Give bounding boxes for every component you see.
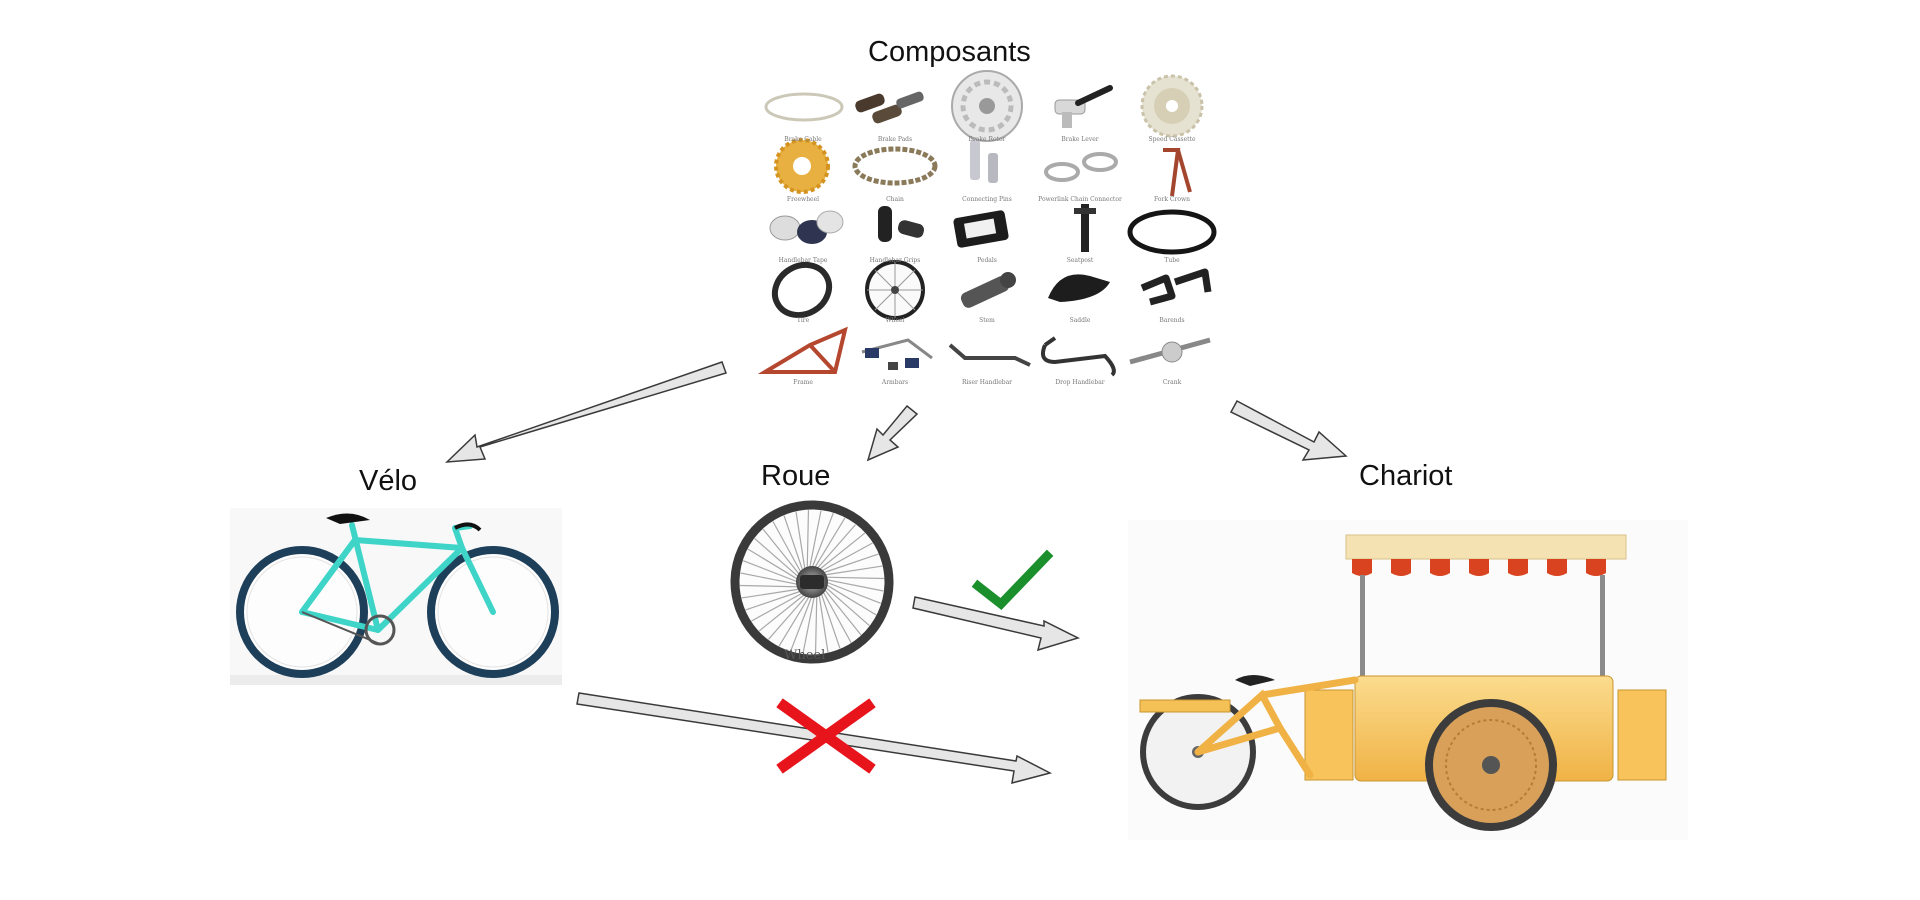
cart-label: Chariot xyxy=(1359,460,1453,492)
component-caption: Tube xyxy=(1164,257,1180,264)
brake-lever-icon xyxy=(1054,85,1113,128)
check-icon xyxy=(971,549,1054,611)
arrow-components-to-bicycle xyxy=(444,361,727,463)
tube-icon xyxy=(1127,209,1217,255)
saddle-icon xyxy=(1048,274,1110,302)
component-caption: Freewheel xyxy=(787,196,819,203)
component-caption: Handlebar Tape xyxy=(779,257,828,264)
pedals-icon xyxy=(953,210,1009,248)
tire-icon xyxy=(771,261,833,319)
components-grid: Brake Cable Brake Pads Brake Rotor Brake Le… xyxy=(757,70,1217,386)
component-caption: Handlebar Grips xyxy=(870,257,921,264)
arrow-wheel-to-cart xyxy=(912,596,1081,652)
bicycle-label: Vélo xyxy=(359,465,418,497)
drop-handlebar-icon xyxy=(1041,336,1116,377)
fork-crown-icon xyxy=(1163,148,1192,197)
frame-icon xyxy=(757,326,848,374)
cross-icon xyxy=(776,698,876,774)
bicycle-saddle xyxy=(326,513,370,524)
wheel-label: Roue xyxy=(761,460,831,492)
wheel-caption: Wheel xyxy=(784,648,826,663)
arrow-components-to-wheel xyxy=(866,404,919,462)
brake-cable-icon xyxy=(764,92,844,122)
component-caption: Frame xyxy=(793,379,813,386)
riser-handlebar-icon xyxy=(948,343,1031,367)
wheel-illustration xyxy=(730,500,894,664)
component-caption: Barends xyxy=(1159,317,1184,324)
component-caption: Brake Rotor xyxy=(969,136,1006,143)
component-caption: Tire xyxy=(797,317,810,324)
components-label: Composants xyxy=(868,36,1031,68)
arrow-bicycle-to-cart xyxy=(576,692,1053,785)
cart-illustration xyxy=(1128,520,1688,840)
speed-cassette-icon xyxy=(1140,74,1204,138)
chain-icon xyxy=(852,146,938,186)
wheel-small-icon xyxy=(865,260,925,320)
bicycle-illustration xyxy=(230,508,562,685)
armbars-icon xyxy=(861,338,933,370)
component-caption: Connecting Pins xyxy=(962,196,1012,203)
stem-icon xyxy=(960,272,1016,308)
bicycle-frame xyxy=(299,522,496,633)
component-caption: Crank xyxy=(1163,379,1182,386)
component-caption: Wheel xyxy=(885,317,904,324)
component-caption: Riser Handlebar xyxy=(962,379,1012,386)
cart-big-wheel xyxy=(1425,699,1557,831)
component-caption: Brake Lever xyxy=(1061,136,1098,143)
component-caption: Speed Cassette xyxy=(1148,136,1196,143)
seatpost-icon xyxy=(1074,204,1096,252)
crank-icon xyxy=(1129,337,1211,365)
cart-awning xyxy=(1345,534,1627,576)
component-caption: Fork Crown xyxy=(1154,196,1190,203)
handlebar-grips-icon xyxy=(878,206,925,242)
component-caption: Brake Pads xyxy=(878,136,912,143)
barends-icon xyxy=(1140,268,1212,306)
component-caption: Seatpost xyxy=(1067,257,1094,264)
component-caption: Stem xyxy=(979,317,995,324)
component-caption: Saddle xyxy=(1070,317,1091,324)
component-caption: Pedals xyxy=(977,257,997,264)
brake-rotor-icon xyxy=(951,70,1023,142)
freewheel-icon xyxy=(774,138,830,194)
component-caption: Brake Cable xyxy=(784,136,822,143)
brake-pads-icon xyxy=(855,91,924,124)
connecting-pins-icon xyxy=(970,140,998,183)
handlebar-tape-icon xyxy=(769,210,844,244)
component-caption: Drop Handlebar xyxy=(1055,379,1104,386)
grid-captions: Brake Cable Brake Pads Brake Rotor Brake Le… xyxy=(779,136,1196,386)
component-caption: Chain xyxy=(886,196,904,203)
component-caption: Armbars xyxy=(881,379,908,386)
powerlink-icon xyxy=(1044,152,1118,182)
arrow-components-to-cart xyxy=(1229,399,1348,461)
component-caption: Powerlink Chain Connector xyxy=(1038,196,1122,203)
